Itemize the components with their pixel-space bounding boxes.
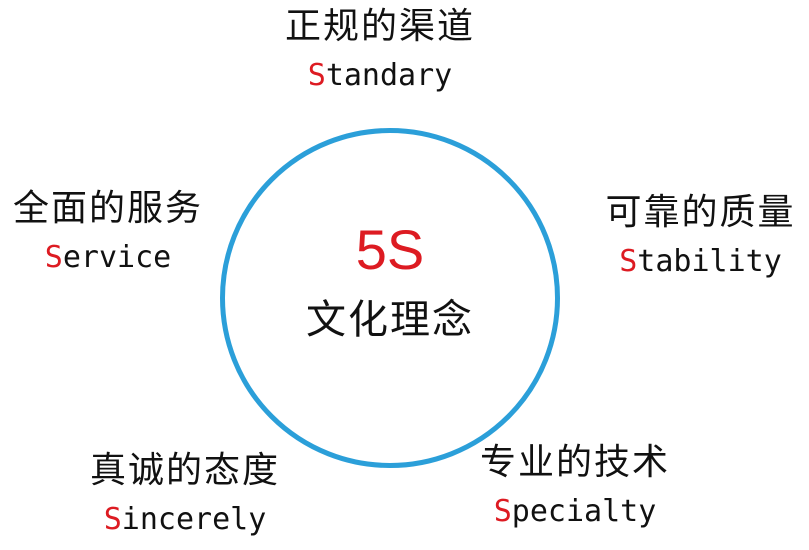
node-service: 全面的服务 Service (0, 186, 216, 278)
node-service-en: Service (0, 238, 216, 278)
node-specialty-rest: pecialty (511, 494, 657, 529)
center-subtitle: 文化理念 (306, 297, 474, 343)
node-stability-rest: tability (637, 244, 782, 279)
node-sincerely: 真诚的态度 Sincerely (70, 448, 300, 540)
node-stability-cn: 可靠的质量 (605, 192, 796, 233)
node-standard-cn: 正规的渠道 (284, 6, 475, 47)
node-service-initial: S (44, 240, 63, 275)
node-sincerely-en: Sincerely (70, 500, 300, 540)
node-service-cn: 全面的服务 (12, 188, 203, 229)
node-standard: 正规的渠道 Standary (250, 4, 510, 96)
center-circle (220, 128, 560, 468)
node-service-rest: ervice (62, 240, 172, 275)
node-specialty-initial: S (493, 494, 512, 529)
node-sincerely-initial: S (103, 502, 122, 537)
node-specialty-en: Specialty (460, 492, 690, 532)
node-stability: 可靠的质量 Stability (592, 190, 809, 282)
node-stability-en: Stability (592, 242, 809, 282)
node-standard-rest: tandary (325, 58, 453, 93)
node-specialty: 专业的技术 Specialty (460, 440, 690, 532)
node-standard-initial: S (307, 58, 326, 93)
node-sincerely-cn: 真诚的态度 (89, 450, 280, 491)
node-specialty-cn: 专业的技术 (479, 442, 670, 483)
node-stability-initial: S (619, 244, 638, 279)
node-standard-en: Standary (250, 56, 510, 96)
center-title: 5S (355, 218, 425, 281)
node-sincerely-rest: incerely (121, 502, 267, 537)
